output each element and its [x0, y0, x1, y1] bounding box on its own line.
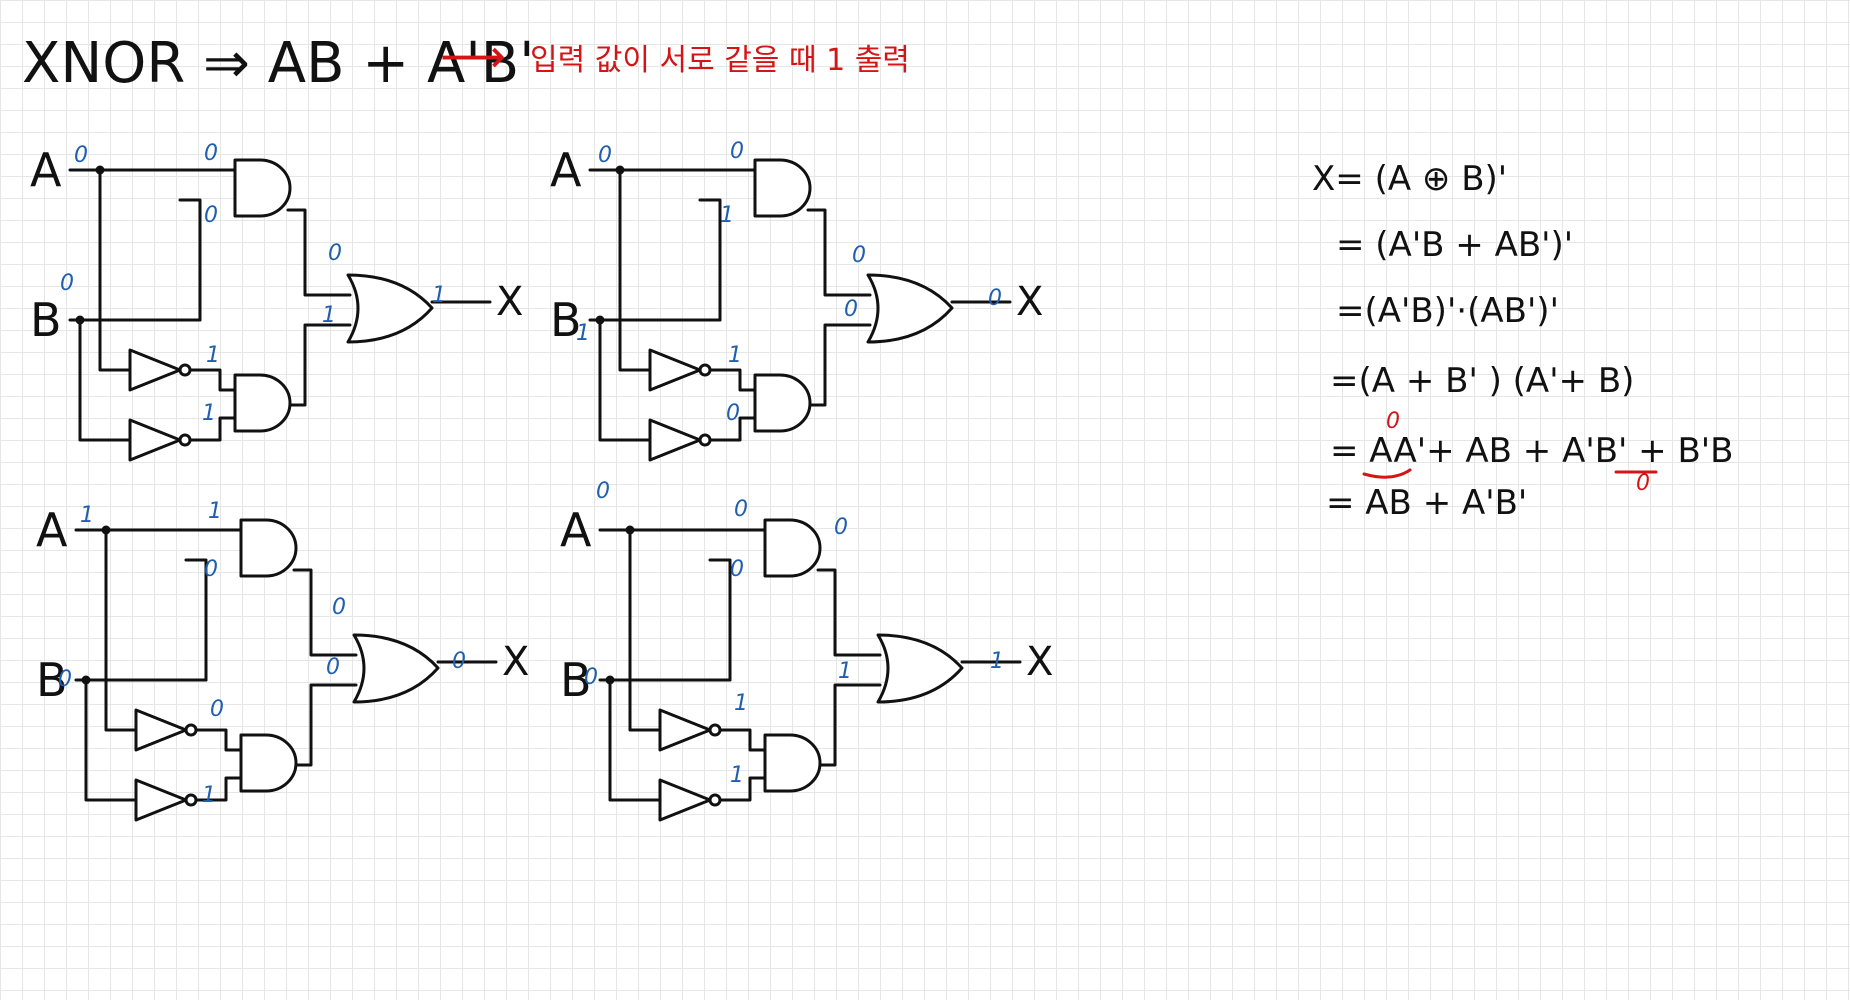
value-and1-b: 0 [730, 557, 744, 582]
value-and1-b: 1 [720, 203, 734, 228]
value-not-out1: 1 [206, 343, 220, 368]
value-or-in2: 0 [844, 297, 858, 322]
input-b-label: B [36, 653, 68, 707]
derivation-line-4: =(A + B' ) (A'+ B) [1330, 361, 1634, 401]
input-a-label: A [550, 143, 582, 197]
derivation-line-1: X= (A ⊕ B)' [1312, 159, 1507, 199]
value-and1-a: 0 [204, 141, 218, 166]
value-not-out2: 1 [730, 763, 744, 788]
value-x: 1 [432, 283, 446, 308]
value-not-out1: 1 [728, 343, 742, 368]
title-arrow: ⟶ [440, 29, 506, 83]
value-x: 1 [990, 649, 1004, 674]
value-not-out2: 0 [726, 401, 740, 426]
value-b-in: 0 [60, 271, 74, 296]
derivation-line-2: = (A'B + AB')' [1336, 225, 1573, 265]
input-b-label: B [550, 293, 582, 347]
circuit-2: A B X 0 0 1 1 0 0 1 0 0 [550, 139, 1043, 462]
value-x: 0 [452, 649, 466, 674]
value-not-out2: 1 [202, 401, 216, 426]
value-not-out1: 1 [734, 691, 748, 716]
input-b-label: B [560, 653, 592, 707]
value-b-in: 1 [576, 321, 590, 346]
derivation-line-5: = AA'+ AB + A'B' + B'B [1330, 431, 1733, 471]
derivation-line-3: =(A'B)'·(AB')' [1336, 291, 1559, 331]
value-not-out1: 0 [210, 697, 224, 722]
derivation-line-6: = AB + A'B' [1326, 483, 1527, 523]
input-a-label: A [560, 503, 592, 557]
value-x: 0 [988, 286, 1002, 311]
value-and1-b: 0 [204, 557, 218, 582]
page-title: XNOR ⇒ AB + A'B' [22, 31, 535, 96]
value-a-in: 0 [74, 143, 88, 168]
zero-mark-aa: 0 [1386, 409, 1400, 434]
value-or-in1: 0 [852, 243, 866, 268]
underline-aa [1362, 468, 1412, 479]
value-not-out2: 1 [202, 783, 216, 808]
circuit-4: A B X 0 0 0 0 0 1 1 1 1 [560, 479, 1053, 822]
value-or-in1: 0 [328, 241, 342, 266]
value-and1-a: 0 [730, 139, 744, 164]
output-x-label: X [1016, 279, 1043, 325]
output-x-label: X [1026, 639, 1053, 685]
input-a-label: A [30, 143, 62, 197]
value-or-in2: 0 [326, 655, 340, 680]
value-a-in: 1 [80, 503, 94, 528]
zero-mark-bb: 0 [1636, 471, 1650, 496]
value-or-in1: 0 [332, 595, 346, 620]
circuit-3: A B X 1 1 0 0 0 0 0 1 0 [36, 499, 529, 822]
value-and1-b: 0 [204, 203, 218, 228]
boolean-derivation: X= (A ⊕ B)' = (A'B + AB')' =(A'B)'·(AB')… [1312, 159, 1733, 523]
title-note: 입력 값이 서로 같을 때 1 출력 [530, 43, 910, 78]
value-or-in2: 1 [838, 659, 852, 684]
output-x-label: X [502, 639, 529, 685]
input-b-label: B [30, 293, 62, 347]
circuit-1: A B X 0 0 0 0 0 1 1 1 1 [30, 141, 523, 462]
value-or-in2: 1 [322, 303, 336, 328]
input-a-label: A [36, 503, 68, 557]
value-and1-a: 1 [208, 499, 222, 524]
output-x-label: X [496, 279, 523, 325]
value-and1-a: 0 [734, 497, 748, 522]
value-b-in: 0 [584, 665, 598, 690]
value-a-in: 0 [598, 143, 612, 168]
value-a-in: 0 [596, 479, 610, 504]
value-b-in: 0 [58, 667, 72, 692]
value-or-in1: 0 [834, 515, 848, 540]
